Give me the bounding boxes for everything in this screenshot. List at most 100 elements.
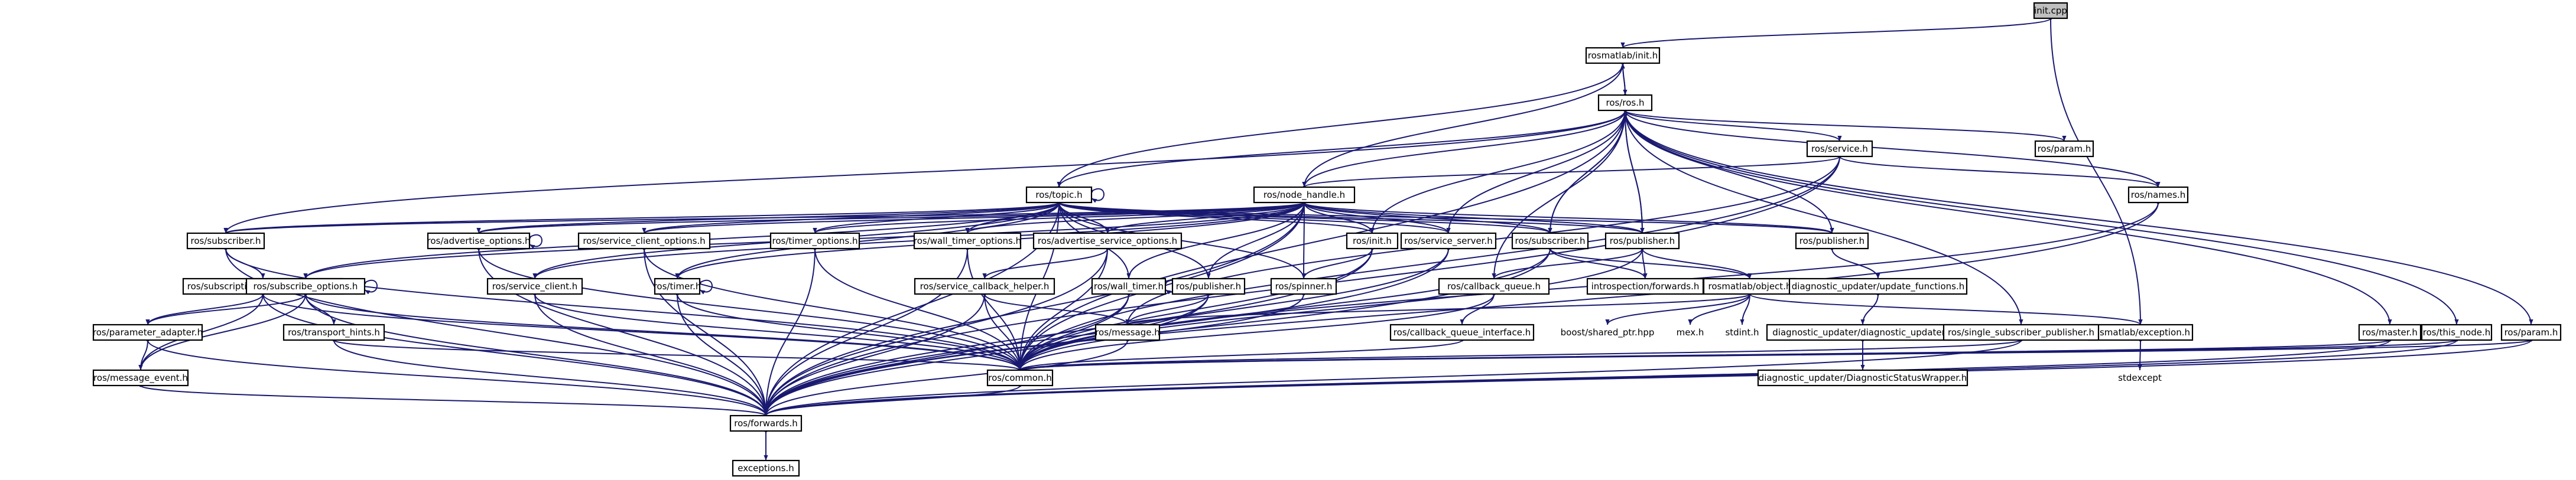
node-ros-names[interactable]: ros/names.h xyxy=(2127,186,2189,204)
node-ros-subscriber-l[interactable]: ros/subscriber.h xyxy=(186,232,265,250)
node-ros-wall-timer-options[interactable]: ros/wall_timer_options.h xyxy=(913,232,1022,250)
node-box xyxy=(577,232,711,250)
edge-ros_node_handle-to-ros_advertise_service_options xyxy=(1105,202,1305,234)
node-ros-advertise-options[interactable]: ros/advertise_options.h xyxy=(427,232,531,250)
node-ros-transport-hints[interactable]: ros/transport_hints.h xyxy=(282,324,385,341)
node-rosmatlab-object[interactable]: rosmatlab/object.h xyxy=(1703,277,1797,295)
node-box xyxy=(2421,324,2493,341)
node-ros-message-event[interactable]: ros/message_event.h xyxy=(92,369,189,387)
node-ros-publisher-m[interactable]: ros/publisher.h xyxy=(1604,232,1680,250)
edge-ros_single_subscriber_publisher-to-ros_forwards xyxy=(764,339,2022,416)
edge-ros_node_handle-to-ros_forwards xyxy=(764,202,1305,416)
node-box xyxy=(1253,186,1356,204)
node-ros-publisher-l[interactable]: ros/publisher.h xyxy=(1171,277,1246,295)
edge-ros_ros-to-ros_single_subscriber_publisher xyxy=(1625,110,2023,325)
node-ros-wall-timer[interactable]: ros/wall_timer.h xyxy=(1091,277,1167,295)
edge-ros_subscriber_m-to-introspection_forwards xyxy=(1550,248,1648,279)
edge-ros_param_r-to-ros_common xyxy=(1018,339,2532,371)
node-diag-updater[interactable]: diagnostic_updater/diagnostic_updater.h xyxy=(1766,324,1960,341)
edge-ros_wall_timer_options-to-ros_common xyxy=(967,248,1022,371)
node-label: ros/common.h xyxy=(988,373,1052,383)
edge-ros_publisher_m-to-ros_ros xyxy=(1623,110,1643,234)
node-label: stdexcept xyxy=(2118,373,2162,383)
node-ros-service-server[interactable]: ros/service_server.h xyxy=(1400,232,1497,250)
node-ros-forwards[interactable]: ros/forwards.h xyxy=(729,414,803,432)
node-label: ros/advertise_service_options.h xyxy=(1038,236,1177,247)
node-init-cpp[interactable]: init.cpp xyxy=(2033,2,2068,19)
edge-ros_publisher_m-to-rosmatlab_object xyxy=(1642,248,1752,279)
node-label: ros/subscriber.h xyxy=(1515,236,1586,246)
edge-init_cpp-to-rosmatlab_init xyxy=(1620,18,2051,48)
node-label: ros/names.h xyxy=(2131,190,2186,200)
edge-ros_publisher_r-to-diag_update_functions xyxy=(1831,248,1880,279)
node-label: ros/service_server.h xyxy=(1404,236,1493,247)
node-rosmatlab-exception[interactable]: rosmatlab/exception.h xyxy=(2087,324,2194,341)
node-label: ros/publisher.h xyxy=(1610,236,1675,246)
edge-ros_ros-to-rosmatlab_init xyxy=(1620,63,1626,96)
edge-diag_update_functions-to-diag_updater xyxy=(1860,293,1879,325)
node-ros-ros[interactable]: ros/ros.h xyxy=(1597,94,1653,112)
node-diag-update-functions[interactable]: diagnostic_updater/update_functions.h xyxy=(1788,277,1968,295)
node-ros-this-node[interactable]: ros/this_node.h xyxy=(2421,324,2493,341)
node-exceptions-h[interactable]: exceptions.h xyxy=(732,459,800,477)
edge-ros_subscribe_options-to-ros_common xyxy=(305,293,1022,371)
node-ros-callback-queue[interactable]: ros/callback_queue.h xyxy=(1438,277,1550,295)
node-label: boost/shared_ptr.hpp xyxy=(1561,327,1655,338)
node-ros-callback-queue-interface[interactable]: ros/callback_queue_interface.h xyxy=(1389,324,1535,341)
node-box xyxy=(1597,94,1653,112)
node-box xyxy=(1171,277,1246,295)
edge-rosmatlab_object-to-stdint_h xyxy=(1740,293,1750,325)
node-ros-master[interactable]: ros/master.h xyxy=(2358,324,2422,341)
node-ros-publisher-r[interactable]: ros/publisher.h xyxy=(1795,232,1869,250)
node-ros-service-callback-helper[interactable]: ros/service_callback_helper.h xyxy=(914,277,1055,295)
node-ros-init[interactable]: ros/init.h xyxy=(1346,232,1399,250)
node-ros-subscribe-options[interactable]: ros/subscribe_options.h xyxy=(245,277,366,295)
node-ros-subscriber-m[interactable]: ros/subscriber.h xyxy=(1511,232,1589,250)
edge-ros_publisher_l-to-ros_forwards xyxy=(764,293,1209,416)
node-box xyxy=(654,277,701,295)
edge-ros_ros-to-ros_common xyxy=(1018,110,1626,371)
node-ros-service[interactable]: ros/service.h xyxy=(1806,140,1873,158)
edge-rosmatlab_object-to-mex_h xyxy=(1688,293,1750,325)
node-box xyxy=(913,232,1022,250)
edge-init_cpp-to-rosmatlab_exception xyxy=(2050,18,2143,325)
edge-ros_ros-to-ros_this_node xyxy=(1625,110,2459,325)
node-label: ros/service_client_options.h xyxy=(583,236,705,247)
node-diag-status-wrapper[interactable]: diagnostic_updater/DiagnosticStatusWrapp… xyxy=(1757,369,1968,387)
edge-ros_timer-to-ros_common xyxy=(677,293,1022,371)
edge-ros_ros-to-ros_node_handle xyxy=(1302,110,1626,188)
node-ros-param-r[interactable]: ros/param.h xyxy=(2500,324,2562,341)
node-ros-parameter-adapter[interactable]: ros/parameter_adapter.h xyxy=(92,324,203,341)
node-ros-message[interactable]: ros/message.h xyxy=(1094,324,1161,341)
node-box xyxy=(914,277,1055,295)
edge-ros_service-to-ros_names xyxy=(1839,156,2161,188)
node-box xyxy=(1942,324,2100,341)
edge-ros_advertise_service_options-to-ros_service_callback_helper xyxy=(982,248,1108,279)
node-label: ros/message.h xyxy=(1095,327,1160,338)
node-rosmatlab-init[interactable]: rosmatlab/init.h xyxy=(1585,47,1661,64)
edge-ros_parameter_adapter-to-ros_message_event xyxy=(138,339,148,371)
node-ros-single-subscriber-publisher[interactable]: ros/single_subscriber_publisher.h xyxy=(1942,324,2100,341)
edge-ros_publisher_m-to-ros_common xyxy=(1018,248,1643,371)
node-box xyxy=(2087,324,2194,341)
node-ros-node-handle[interactable]: ros/node_handle.h xyxy=(1253,186,1356,204)
edge-ros_topic-to-ros_subscriber_l xyxy=(223,202,1060,234)
node-box xyxy=(1270,277,1337,295)
node-ros-service-client-options[interactable]: ros/service_client_options.h xyxy=(577,232,711,250)
node-introspection-forwards[interactable]: introspection/forwards.h xyxy=(1586,277,1704,295)
node-ros-topic[interactable]: ros/topic.h xyxy=(1025,186,1093,204)
node-ros-timer-options[interactable]: ros/timer_options.h xyxy=(769,232,860,250)
node-ros-common[interactable]: ros/common.h xyxy=(986,369,1054,387)
edge-ros_wall_timer-to-ros_common xyxy=(1018,293,1129,371)
node-ros-advertise-service-options[interactable]: ros/advertise_service_options.h xyxy=(1032,232,1183,250)
node-ros-param[interactable]: ros/param.h xyxy=(2034,140,2094,158)
node-ros-service-client[interactable]: ros/service_client.h xyxy=(486,277,583,295)
node-ros-timer[interactable]: ros/timer.h xyxy=(654,277,701,295)
node-label: ros/master.h xyxy=(2362,327,2418,338)
node-label: introspection/forwards.h xyxy=(1591,281,1700,292)
node-label: ros/subscriber.h xyxy=(191,236,261,246)
node-box xyxy=(2358,324,2422,341)
node-box xyxy=(92,324,203,341)
node-ros-spinner[interactable]: ros/spinner.h xyxy=(1270,277,1337,295)
